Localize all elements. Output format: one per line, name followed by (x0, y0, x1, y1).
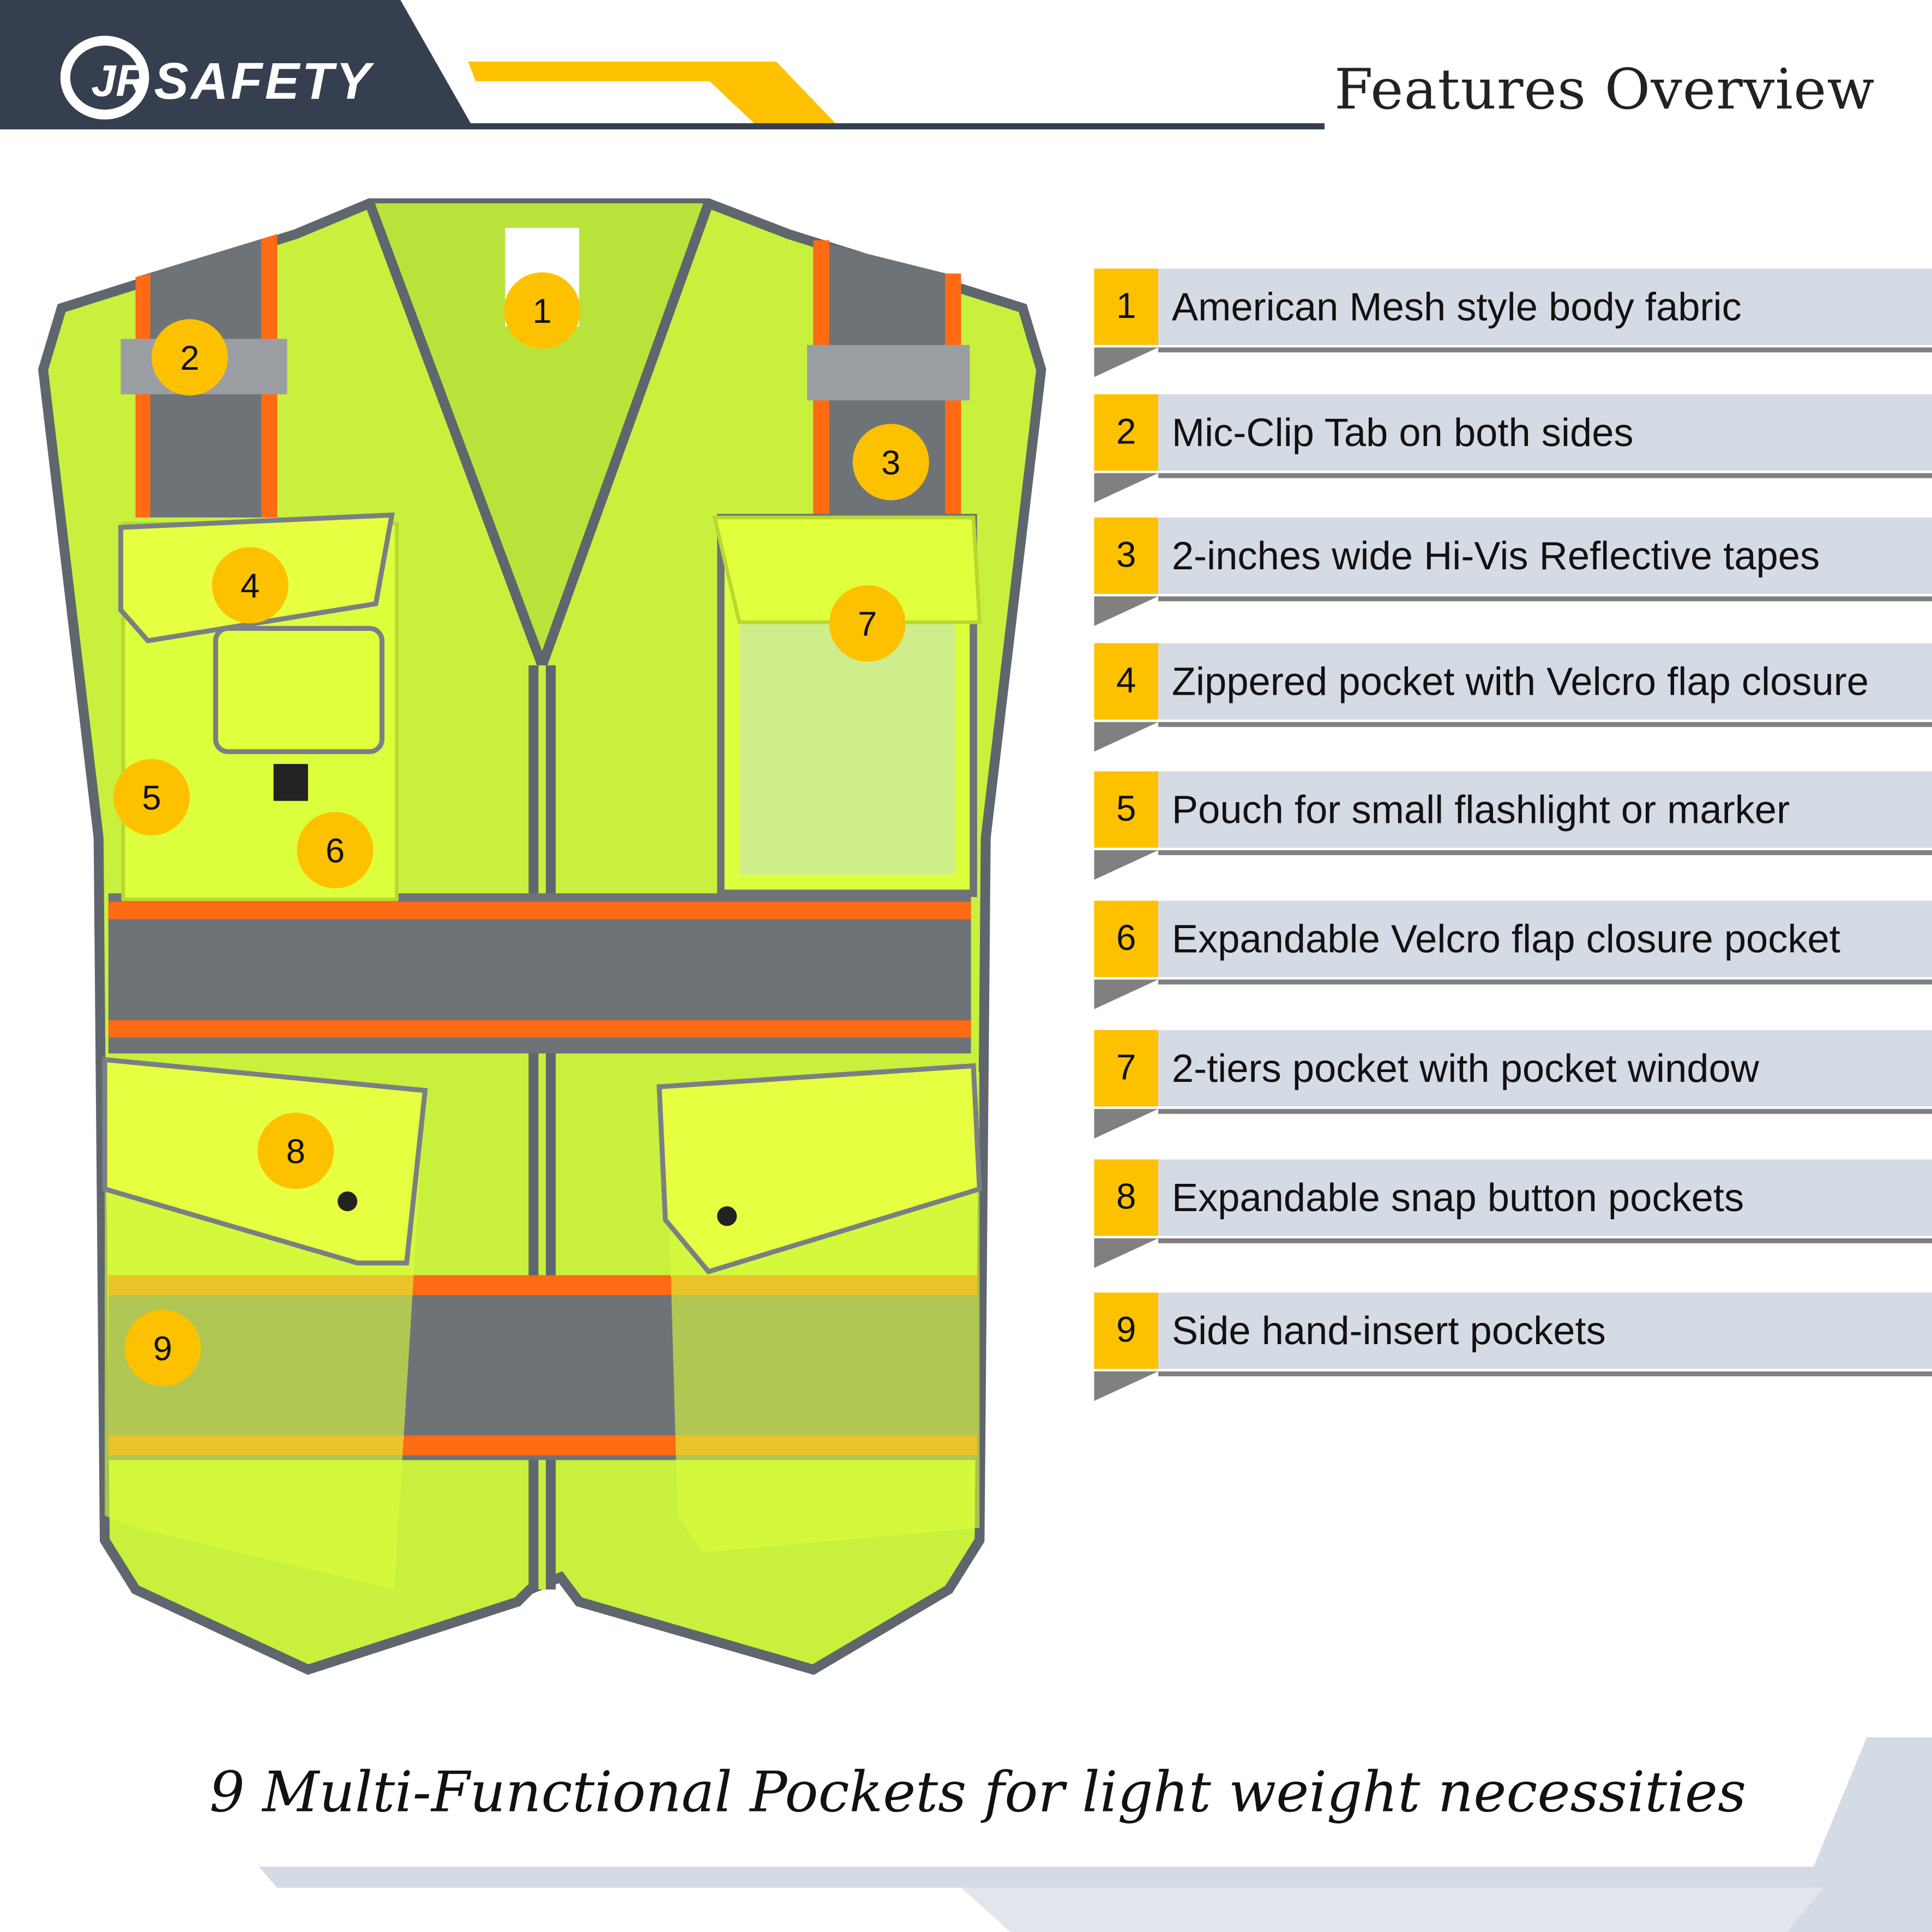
header-dark-band (0, 0, 1325, 130)
feature-text: Pouch for small flashlight or marker (1171, 787, 1790, 832)
feature-item: 1 American Mesh style body fabric (1094, 268, 1932, 380)
feature-number: 9 (1094, 1292, 1159, 1369)
svg-text:7: 7 (858, 605, 877, 643)
svg-text:2: 2 (180, 339, 199, 377)
svg-text:4: 4 (240, 567, 260, 605)
svg-text:6: 6 (326, 832, 345, 870)
feature-text: Expandable snap button pockets (1171, 1175, 1744, 1220)
feature-number: 2 (1094, 394, 1159, 471)
feature-text: 2-inches wide Hi-Vis Reflective tapes (1171, 533, 1820, 578)
feature-number: 7 (1094, 1030, 1159, 1107)
feature-number: 1 (1094, 268, 1159, 345)
feature-text: Mic-Clip Tab on both sides (1171, 410, 1634, 455)
feature-number: 8 (1094, 1159, 1159, 1236)
tagline: 9 Multi-Functional Pockets for light wei… (209, 1759, 1747, 1825)
header-yellow-stripe (468, 61, 836, 123)
svg-text:SAFETY: SAFETY (154, 52, 375, 110)
svg-text:8: 8 (286, 1133, 305, 1171)
feature-item: 7 2-tiers pocket with pocket window (1094, 1030, 1932, 1141)
svg-text:5: 5 (142, 779, 161, 817)
bottom-strip (258, 1867, 1836, 1888)
brand-logo: JR SAFETY (60, 35, 375, 120)
svg-text:JR: JR (91, 56, 148, 106)
feature-item: 8 Expandable snap button pockets (1094, 1159, 1932, 1270)
feature-item: 6 Expandable Velcro flap closure pocket (1094, 900, 1932, 1012)
page-title: Features Overview (1334, 56, 1875, 122)
feature-number: 6 (1094, 900, 1159, 977)
feature-text: Zippered pocket with Velcro flap closure (1171, 659, 1869, 704)
feature-number: 3 (1094, 517, 1159, 594)
svg-text:9: 9 (153, 1330, 172, 1368)
feature-item: 5 Pouch for small flashlight or marker (1094, 771, 1932, 882)
feature-number: 4 (1094, 643, 1159, 720)
feature-number: 5 (1094, 771, 1159, 848)
feature-text: Expandable Velcro flap closure pocket (1171, 917, 1840, 961)
feature-item: 2 Mic-Clip Tab on both sides (1094, 394, 1932, 505)
callout-markers: 1 2 3 4 5 6 7 8 9 (113, 272, 929, 1387)
feature-item: 9 Side hand-insert pockets (1094, 1292, 1932, 1403)
svg-text:3: 3 (881, 444, 900, 482)
svg-text:1: 1 (533, 292, 552, 330)
feature-item: 3 2-inches wide Hi-Vis Reflective tapes (1094, 517, 1932, 628)
safety-vest-illustration (38, 198, 1046, 1675)
feature-text: 2-tiers pocket with pocket window (1171, 1046, 1759, 1091)
feature-text: American Mesh style body fabric (1171, 284, 1742, 329)
feature-text: Side hand-insert pockets (1171, 1308, 1606, 1353)
mic-clip-tab (807, 345, 970, 401)
feature-item: 4 Zippered pocket with Velcro flap closur… (1094, 643, 1932, 754)
bottom-gray-wedge (961, 1887, 1824, 1932)
